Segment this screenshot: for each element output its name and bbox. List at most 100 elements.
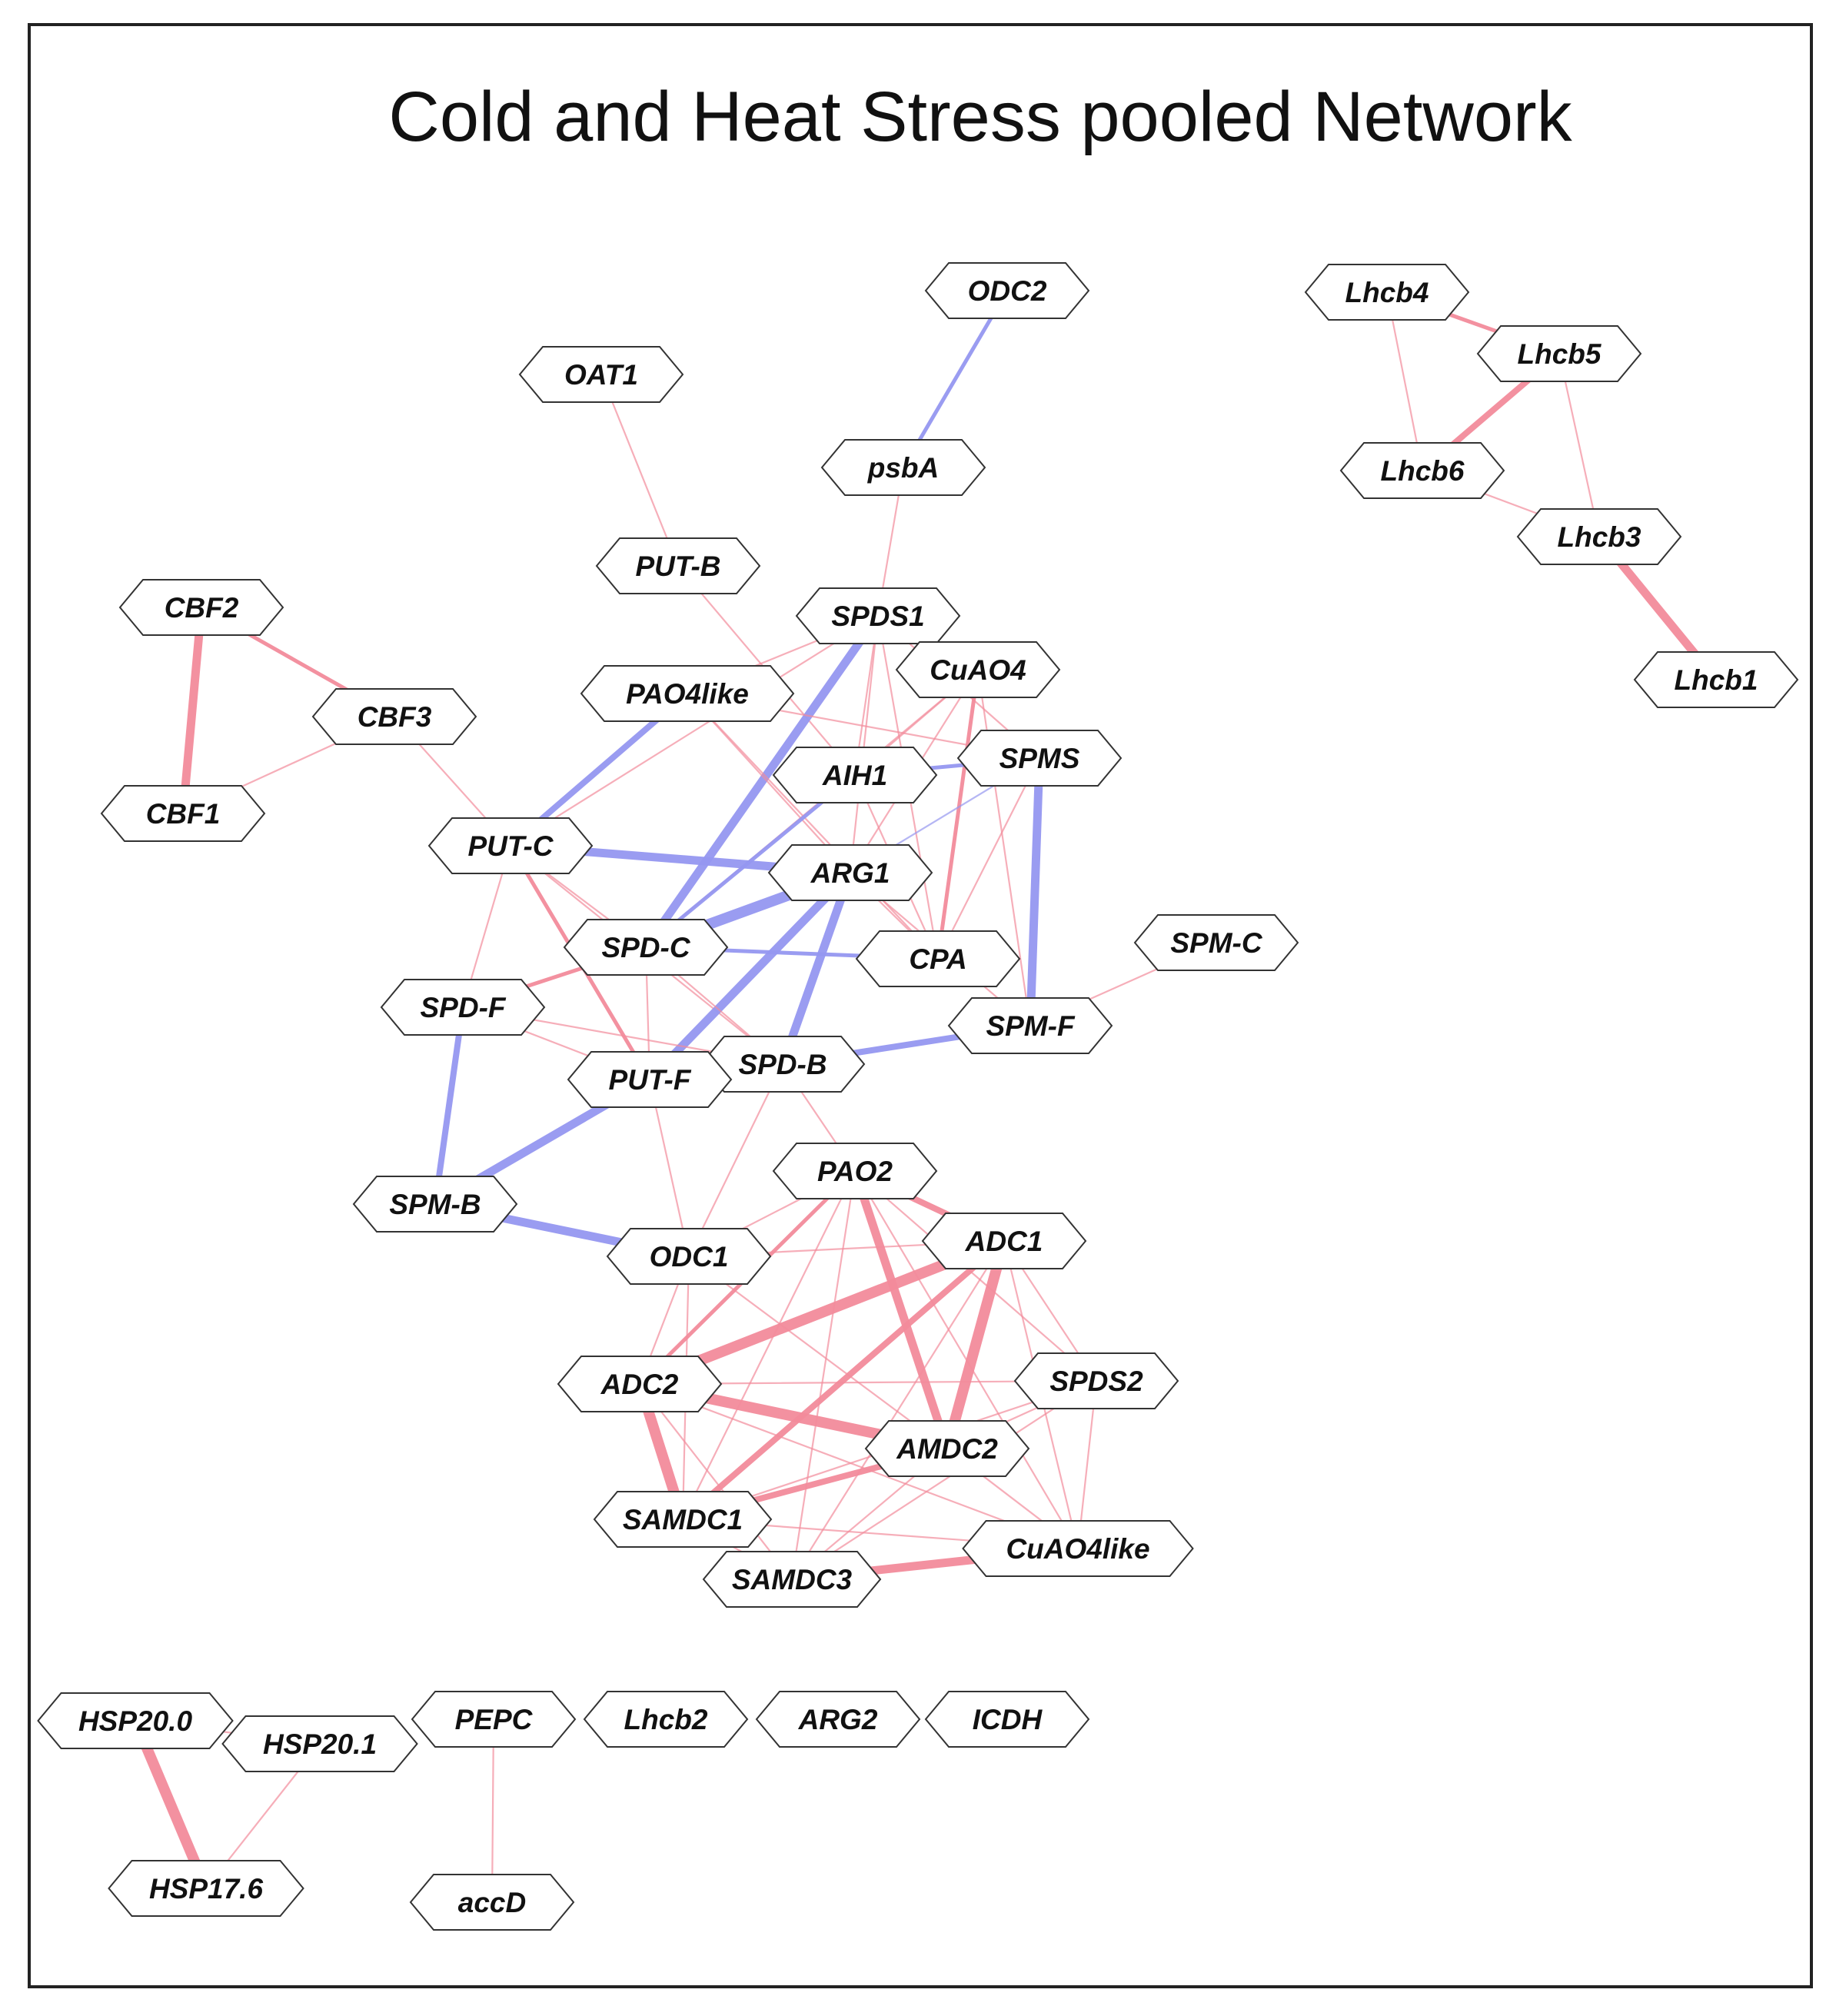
node-Lhcb6[interactable]: Lhcb6: [1339, 442, 1505, 499]
node-shape: [755, 1691, 921, 1748]
node-PAO4like[interactable]: PAO4like: [580, 665, 795, 722]
node-shape: [921, 1213, 1087, 1269]
node-label: CuAO4like: [1006, 1533, 1149, 1565]
node-SPD-F[interactable]: SPD-F: [380, 979, 546, 1036]
node-Lhcb2[interactable]: Lhcb2: [583, 1691, 749, 1748]
figure-title: Cold and Heat Stress pooled Network: [388, 78, 1572, 156]
node-SPM-F[interactable]: SPM-F: [947, 997, 1113, 1054]
node-OAT1[interactable]: OAT1: [518, 346, 684, 403]
node-shape: [1516, 508, 1682, 565]
node-CPA[interactable]: CPA: [855, 930, 1021, 987]
node-SPDS2[interactable]: SPDS2: [1013, 1352, 1179, 1409]
node-CBF1[interactable]: CBF1: [100, 785, 266, 842]
node-CBF2[interactable]: CBF2: [118, 579, 284, 636]
node-HSP20.1[interactable]: HSP20.1: [221, 1715, 418, 1772]
node-CuAO4[interactable]: CuAO4: [895, 641, 1061, 698]
edge-PAO4like-CPA: [686, 692, 940, 960]
node-Lhcb1[interactable]: Lhcb1: [1633, 651, 1799, 708]
edge-PAO2-SAMDC3: [790, 1169, 856, 1581]
edge-ADC1-AMDC2: [942, 1236, 1009, 1454]
edge-SPDS2-SAMDC3: [790, 1379, 1098, 1581]
node-HSP20.0[interactable]: HSP20.0: [37, 1692, 234, 1749]
edge-PAO2-AMDC2: [850, 1166, 952, 1453]
node-shape: [924, 1691, 1090, 1748]
node-label: Lhcb3: [1558, 521, 1641, 553]
node-SAMDC3[interactable]: SAMDC3: [702, 1551, 882, 1608]
node-CBF3[interactable]: CBF3: [311, 688, 477, 745]
node-shape: [593, 1491, 773, 1548]
node-label: SPD-C: [601, 932, 690, 963]
node-ODC1[interactable]: ODC1: [606, 1228, 772, 1285]
node-PUT-C[interactable]: PUT-C: [427, 817, 594, 874]
node-AIH1[interactable]: AIH1: [772, 747, 938, 803]
node-shape: [409, 1874, 575, 1931]
node-accD[interactable]: accD: [409, 1874, 575, 1931]
edge-ARG1-SPD-B: [778, 868, 855, 1069]
node-PUT-B[interactable]: PUT-B: [595, 537, 761, 594]
node-PAO2[interactable]: PAO2: [772, 1143, 938, 1199]
node-label: ADC1: [965, 1226, 1043, 1257]
node-shape: [924, 262, 1090, 319]
node-label: HSP20.0: [78, 1705, 193, 1737]
node-label: CBF3: [358, 701, 432, 733]
node-shape: [311, 688, 477, 745]
node-label: SPM-F: [986, 1010, 1076, 1042]
node-shape: [1304, 264, 1470, 321]
edge-SPDS1-ARG1: [849, 614, 880, 874]
node-label: HSP17.6: [149, 1873, 264, 1905]
edge-SPMS-SPM-F: [1026, 754, 1044, 1030]
edge-SPMS-CPA: [936, 757, 1041, 960]
node-label: Lhcb4: [1345, 277, 1429, 308]
edge-CBF2-CBF1: [178, 603, 206, 818]
node-shape: [772, 747, 938, 803]
node-SPD-C[interactable]: SPD-C: [563, 919, 729, 976]
node-ADC1[interactable]: ADC1: [921, 1213, 1087, 1269]
node-shape: [563, 919, 729, 976]
node-Lhcb4[interactable]: Lhcb4: [1304, 264, 1470, 321]
node-shape: [100, 785, 266, 842]
node-SPM-B[interactable]: SPM-B: [352, 1176, 518, 1233]
node-Lhcb3[interactable]: Lhcb3: [1516, 508, 1682, 565]
node-label: CPA: [909, 943, 966, 975]
edge-SPD-F-SPM-B: [432, 1004, 466, 1207]
node-Lhcb5[interactable]: Lhcb5: [1476, 325, 1642, 382]
node-label: ADC2: [600, 1369, 679, 1400]
node-shape: [820, 439, 986, 496]
node-CuAO4like[interactable]: CuAO4like: [962, 1520, 1194, 1577]
node-AMDC2[interactable]: AMDC2: [864, 1420, 1030, 1477]
node-label: HSP20.1: [263, 1728, 377, 1760]
node-SAMDC1[interactable]: SAMDC1: [593, 1491, 773, 1548]
node-label: Lhcb2: [624, 1704, 708, 1735]
node-SPMS[interactable]: SPMS: [956, 730, 1123, 787]
node-shape: [221, 1715, 418, 1772]
node-label: ODC1: [650, 1241, 729, 1272]
node-ODC2[interactable]: ODC2: [924, 262, 1090, 319]
node-label: PUT-C: [468, 830, 554, 862]
node-SPM-C[interactable]: SPM-C: [1133, 914, 1299, 971]
node-shape: [702, 1551, 882, 1608]
node-label: CuAO4: [930, 654, 1026, 686]
node-ARG1[interactable]: ARG1: [767, 844, 933, 901]
node-shape: [37, 1692, 234, 1749]
node-PEPC[interactable]: PEPC: [411, 1691, 577, 1748]
node-HSP17.6[interactable]: HSP17.6: [108, 1860, 304, 1917]
node-label: SPM-C: [1170, 927, 1263, 959]
node-shape: [580, 665, 795, 722]
node-shape: [557, 1356, 723, 1412]
edge-ADC1-SAMDC3: [790, 1239, 1006, 1581]
node-label: accD: [458, 1887, 526, 1918]
node-psbA[interactable]: psbA: [820, 439, 986, 496]
node-ICDH[interactable]: ICDH: [924, 1691, 1090, 1748]
node-SPDS1[interactable]: SPDS1: [795, 587, 961, 644]
node-shape: [864, 1420, 1030, 1477]
node-ARG2[interactable]: ARG2: [755, 1691, 921, 1748]
node-shape: [606, 1228, 772, 1285]
node-shape: [1339, 442, 1505, 499]
node-SPD-B[interactable]: SPD-B: [700, 1036, 866, 1093]
node-ADC2[interactable]: ADC2: [557, 1356, 723, 1412]
node-label: Lhcb6: [1381, 455, 1465, 487]
edge-SPDS1-SPD-C: [641, 611, 883, 952]
node-shape: [1633, 651, 1799, 708]
node-label: Lhcb1: [1675, 664, 1758, 696]
node-PUT-F[interactable]: PUT-F: [567, 1051, 733, 1108]
